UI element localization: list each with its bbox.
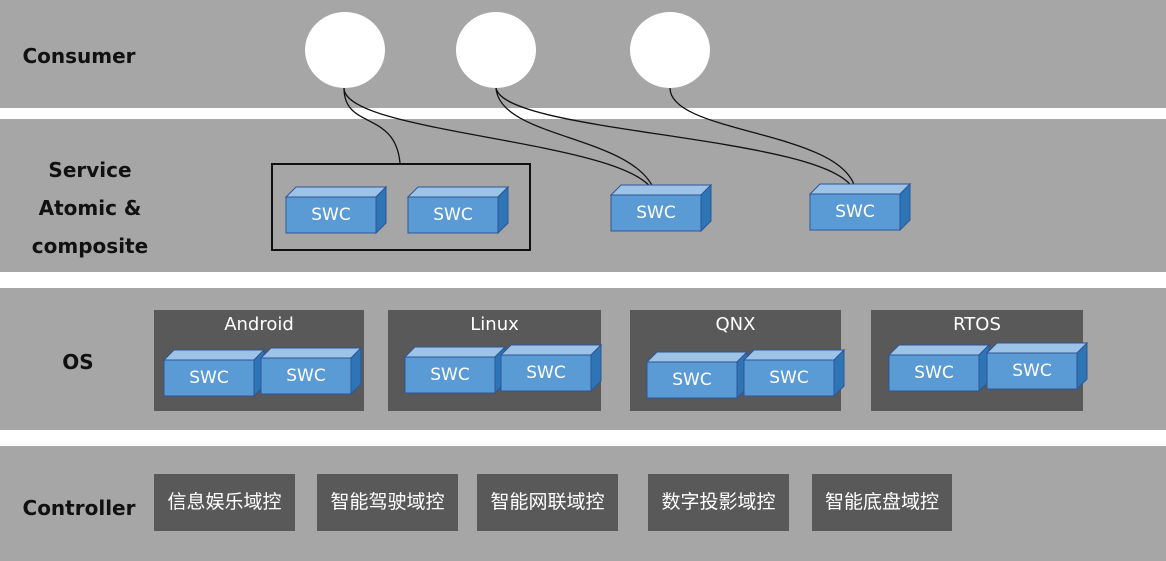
swc-label: SWC — [430, 365, 470, 385]
os-name: Linux — [470, 314, 519, 335]
swc-cube-graphic — [985, 341, 1089, 391]
swc-label: SWC — [433, 205, 473, 225]
swc-block: SWC — [609, 183, 713, 233]
swc-block: SWC — [808, 182, 912, 232]
swc-block: SWC — [259, 346, 363, 396]
consumer-node — [456, 12, 536, 88]
swc-cube-graphic — [403, 345, 507, 395]
swc-label: SWC — [286, 366, 326, 386]
swc-label: SWC — [914, 363, 954, 383]
swc-block: SWC — [406, 185, 510, 235]
swc-block: SWC — [985, 341, 1089, 391]
os-panel-qnx: QNX SWC SWC — [630, 310, 846, 411]
swc-block: SWC — [742, 348, 846, 398]
os-name: QNX — [715, 314, 756, 335]
composite-service-box — [271, 163, 531, 251]
service-label-line: composite — [31, 234, 149, 258]
consumer-node — [630, 12, 710, 88]
os-name: Android — [224, 314, 294, 335]
swc-label: SWC — [189, 368, 229, 388]
service-label-line: Service — [48, 158, 132, 182]
os-label: OS — [62, 350, 94, 374]
swc-label: SWC — [769, 368, 809, 388]
swc-label: SWC — [636, 203, 676, 223]
swc-block: SWC — [887, 343, 991, 393]
os-panel-android: Android SWC SWC — [154, 310, 364, 411]
controller-connectivity: 智能网联域控 — [477, 474, 618, 531]
os-panel-rtos: RTOS SWC SWC — [871, 310, 1089, 411]
controller-chassis: 智能底盘域控 — [812, 474, 952, 531]
swc-cube-graphic — [742, 348, 846, 398]
controller-label: Controller — [22, 496, 136, 520]
consumer-label: Consumer — [22, 44, 136, 68]
swc-cube-graphic — [808, 182, 912, 232]
connector-line — [495, 87, 856, 194]
consumer-node — [305, 12, 385, 88]
service-label: Service Atomic & composite — [24, 151, 156, 265]
controller-infotainment: 信息娱乐域控 — [154, 474, 295, 531]
controller-adas: 智能驾驶域控 — [317, 474, 458, 531]
swc-cube-graphic — [645, 350, 749, 400]
swc-block: SWC — [499, 343, 603, 393]
swc-label: SWC — [526, 363, 566, 383]
swc-cube-graphic — [609, 183, 713, 233]
swc-label: SWC — [1012, 361, 1052, 381]
swc-label: SWC — [835, 202, 875, 222]
connector-line — [495, 87, 657, 196]
swc-block: SWC — [162, 348, 266, 398]
swc-cube-graphic — [499, 343, 603, 393]
swc-cube-graphic — [259, 346, 363, 396]
consumer-layer — [0, 0, 1166, 108]
swc-block: SWC — [645, 350, 749, 400]
service-layer — [0, 119, 1166, 272]
connector-line — [343, 87, 401, 164]
swc-block: SWC — [284, 185, 388, 235]
connector-line — [343, 87, 656, 196]
swc-label: SWC — [672, 370, 712, 390]
swc-block: SWC — [403, 345, 507, 395]
service-label-line: Atomic & — [38, 196, 142, 220]
swc-label: SWC — [311, 205, 351, 225]
os-panel-linux: Linux SWC SWC — [388, 310, 603, 411]
swc-cube-graphic — [284, 185, 388, 235]
swc-cube-graphic — [406, 185, 510, 235]
connector-line — [669, 87, 857, 194]
os-name: RTOS — [953, 314, 1001, 335]
controller-digital-projection: 数字投影域控 — [648, 474, 789, 531]
